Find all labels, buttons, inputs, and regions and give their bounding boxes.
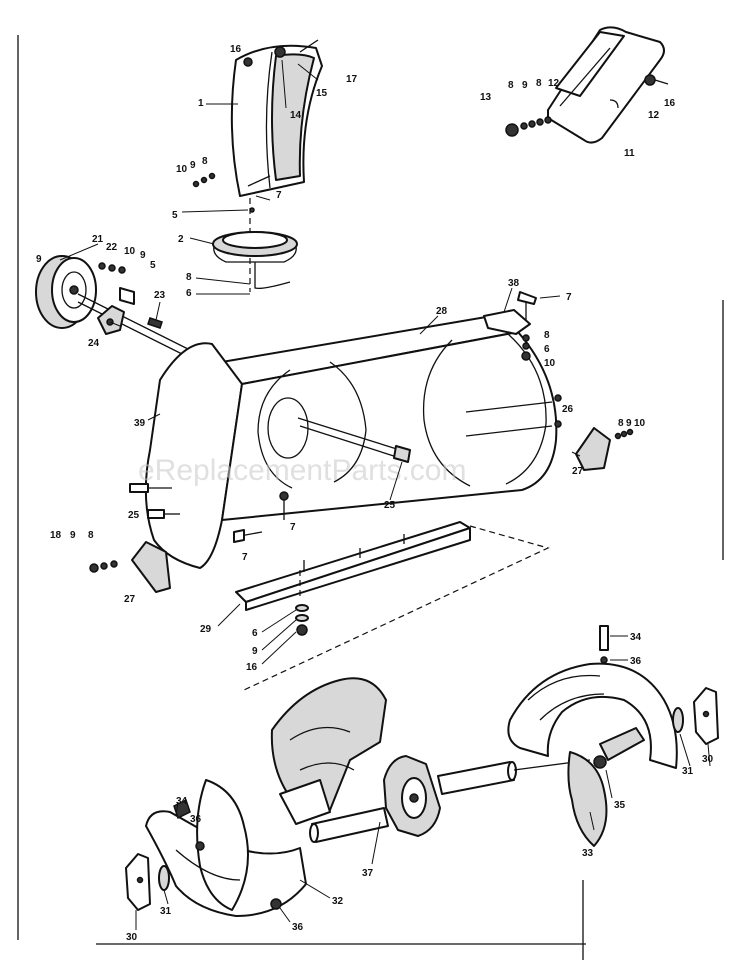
callout-9-pulley-2: 9 [140,250,146,261]
callout-34-left: 34 [176,796,188,807]
callout-34-right: 34 [630,632,642,643]
callout-22: 22 [106,242,118,253]
bearing-flange-right [599,625,719,745]
callout-labels: 16 15 17 14 1 10 9 8 7 5 2 8 6 13 8 9 8 … [36,44,714,943]
callout-8-housing: 8 [544,330,550,341]
callout-7-housing: 7 [566,292,572,303]
callout-6: 6 [186,288,192,299]
callout-9-left: 9 [70,530,76,541]
callout-18: 18 [50,530,62,541]
callout-11: 11 [624,148,635,159]
callout-8: 8 [202,156,208,167]
callout-23: 23 [154,290,166,301]
callout-31-left: 31 [160,906,172,917]
crank-bracket [547,26,669,144]
callout-9-scraper: 9 [252,646,258,657]
callout-38: 38 [508,278,520,289]
callout-12-crank: 12 [648,110,660,121]
callout-6-housing: 6 [544,344,550,355]
callout-33: 33 [582,848,594,859]
callout-25-left: 25 [128,510,140,521]
callout-10-bracket: 10 [634,418,646,429]
callout-29: 29 [200,624,212,635]
callout-24: 24 [88,338,100,349]
callout-1: 1 [198,98,204,109]
scraper-bar [235,521,471,636]
callout-9: 9 [190,160,196,171]
callout-17: 17 [346,74,358,85]
crank-hardware [505,116,552,137]
callout-5-pulley: 5 [150,260,156,271]
callout-39: 39 [134,418,146,429]
callout-8-left: 8 [88,530,94,541]
callout-36-bottom: 36 [292,922,304,933]
chute-hardware [192,172,271,292]
callout-6-scraper: 6 [252,628,258,639]
bearing-housing [97,262,163,335]
auger-housing [129,291,562,569]
callout-7: 7 [276,190,282,201]
callout-30-left: 30 [126,932,138,943]
callout-leaders [59,59,711,930]
side-bracket-left [89,541,171,593]
callout-5: 5 [172,210,178,221]
callout-21: 21 [92,234,104,245]
callout-15: 15 [316,88,328,99]
callout-36-left: 36 [190,814,202,825]
callout-28: 28 [436,306,448,317]
callout-2: 2 [178,234,184,245]
callout-9-pulley: 9 [36,254,42,265]
auger-right [507,662,678,847]
callout-25-center: 25 [384,500,396,511]
callout-7-center: 7 [290,522,296,533]
callout-36-right: 36 [630,656,642,667]
callout-16-scraper: 16 [246,662,258,673]
callout-9-crank: 9 [522,80,528,91]
callout-7-left: 7 [242,552,248,563]
callout-8-crank-2: 8 [536,78,542,89]
callout-31-right: 31 [682,766,694,777]
watermark-text: eReplacementParts.com [138,454,466,487]
callout-32: 32 [332,896,344,907]
callout-16: 16 [230,44,242,55]
callout-10-pulley: 10 [124,246,136,257]
chute-ring [212,207,298,290]
callout-30-right: 30 [702,754,714,765]
callout-9-bracket: 9 [626,418,632,429]
callout-14: 14 [290,110,302,121]
auger-left-inner [270,677,387,825]
callout-27-right: 27 [572,466,584,477]
callout-10-housing: 10 [544,358,556,369]
bearing-flange-left [125,798,191,911]
side-bracket-right [575,427,634,471]
callout-8-bracket: 8 [618,418,624,429]
gearbox [383,755,441,837]
callout-35: 35 [614,800,626,811]
auger-left-outer [145,779,307,917]
callout-8-chute: 8 [186,272,192,283]
callout-27-left: 27 [124,594,136,605]
callout-16-crank: 16 [664,98,676,109]
callout-26: 26 [562,404,574,415]
callout-13: 13 [480,92,492,103]
callout-10: 10 [176,164,188,175]
callout-8-crank: 8 [508,80,514,91]
callout-12: 12 [548,78,560,89]
discharge-chute [230,39,323,197]
auger-shaft-tubes [309,759,591,843]
callout-37: 37 [362,868,374,879]
guide-line-1 [243,525,550,691]
pulley [35,255,97,329]
